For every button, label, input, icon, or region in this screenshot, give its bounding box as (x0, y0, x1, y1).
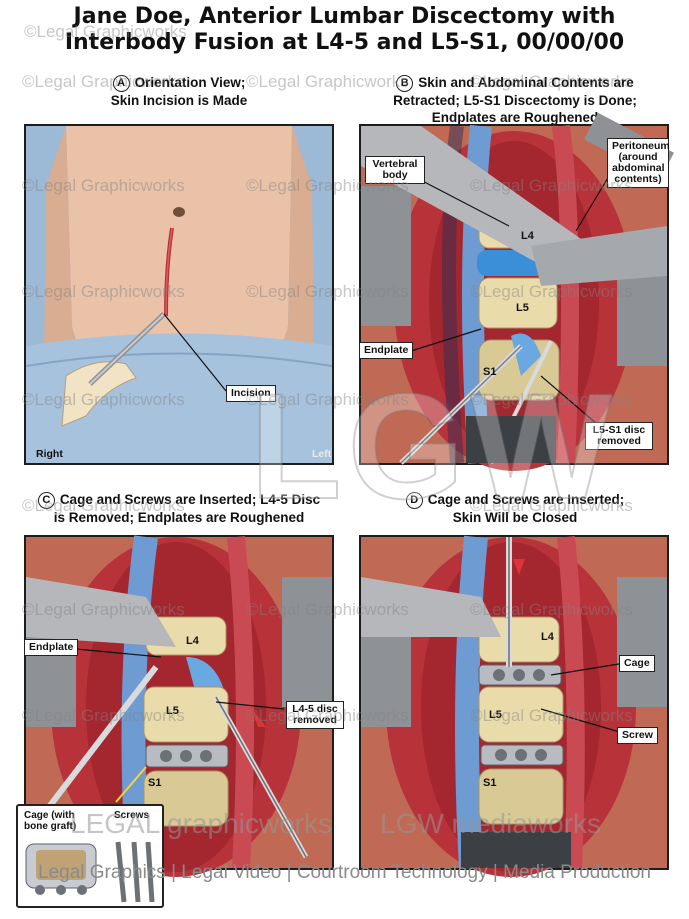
caption-c: C Cage and Screws are Inserted; L4-5 Disc… (14, 491, 344, 526)
panel-a-illustration (25, 126, 333, 463)
title-line-1: Jane Doe, Anterior Lumbar Discectomy wit… (73, 4, 616, 29)
label-l4-5-disc-removed: L4-5 disc removed (286, 701, 344, 729)
label-peritoneum: Peritoneum (around abdominal contents) (607, 138, 670, 188)
inset-cage-screws: Cage (with bone graft) Screws (16, 804, 164, 908)
panel-a-orientation: Incision Right Left (24, 124, 334, 465)
page-title: Jane Doe, Anterior Lumbar Discectomy wit… (0, 4, 689, 56)
caption-c-line-2: is Removed; Endplates are Roughened (53, 510, 305, 525)
label-cage-d: Cage (619, 655, 655, 672)
label-s1-d: S1 (483, 777, 497, 789)
panel-d-closure: Cage Screw L4 L5 S1 (359, 535, 669, 877)
panel-d-illustration (361, 535, 667, 877)
footer-tagline: Legal Graphics | Legal Video | Courtroom… (38, 862, 651, 883)
label-l5-c: L5 (166, 705, 179, 717)
title-line-2: Interbody Fusion at L4-5 and L5-S1, 00/0… (64, 30, 625, 55)
label-l4-c: L4 (186, 635, 199, 647)
inset-label-cage: Cage (with bone graft) (24, 810, 77, 832)
footer-logos: LEGAL graphicworks LGW mediaworks (0, 808, 689, 844)
caption-a-line-1: Orientation View; (134, 75, 246, 90)
label-right: Right (36, 448, 63, 460)
caption-b-line-1: Skin and Abdominal Contents are (418, 75, 634, 90)
label-endplate-b: Endplate (359, 342, 414, 359)
badge-b: B (396, 75, 414, 92)
label-l5-d: L5 (489, 709, 502, 721)
label-endplate-c: Endplate (24, 639, 79, 656)
label-incision: Incision (226, 385, 276, 402)
label-left: Left (312, 448, 332, 460)
badge-a: A (112, 75, 130, 92)
panel-c-illustration (23, 535, 332, 877)
panel-b-discectomy: Vertebral body Peritoneum (around abdomi… (359, 112, 674, 471)
caption-b: B Skin and Abdominal Contents are Retract… (355, 74, 675, 126)
label-l5-b: L5 (516, 302, 529, 314)
caption-b-line-2: Retracted; L5-S1 Discectomy is Done; (393, 93, 637, 108)
badge-d: D (405, 492, 423, 509)
logo-legal-graphicworks: LEGAL graphicworks (70, 808, 332, 839)
panel-c-cage-inserted: Endplate L4-5 disc removed L4 L5 S1 (23, 535, 344, 877)
label-s1-b: S1 (483, 366, 497, 378)
inset-label-screws: Screws (114, 810, 150, 821)
caption-d: D Cage and Screws are Inserted; Skin Will… (360, 491, 670, 526)
inset-illustration (25, 841, 155, 903)
caption-b-line-3: Endplates are Roughened (431, 110, 599, 125)
label-l4-d: L4 (541, 631, 554, 643)
badge-c: C (37, 492, 55, 509)
label-l5-s1-disc-removed: L5-S1 disc removed (585, 422, 653, 450)
caption-d-line-1: Cage and Screws are Inserted; (427, 492, 625, 507)
label-l4-b: L4 (521, 230, 534, 242)
logo-lgw-mediaworks: LGW mediaworks (380, 808, 601, 839)
label-screw-d: Screw (617, 727, 658, 744)
caption-d-line-2: Skin Will be Closed (452, 510, 578, 525)
caption-a: A Orientation View; Skin Incision is Made (24, 74, 334, 109)
caption-a-line-2: Skin Incision is Made (110, 93, 248, 108)
label-s1-c: S1 (148, 777, 162, 789)
label-vertebral-body: Vertebral body (365, 156, 425, 184)
caption-c-line-1: Cage and Screws are Inserted; L4-5 Disc (59, 492, 321, 507)
